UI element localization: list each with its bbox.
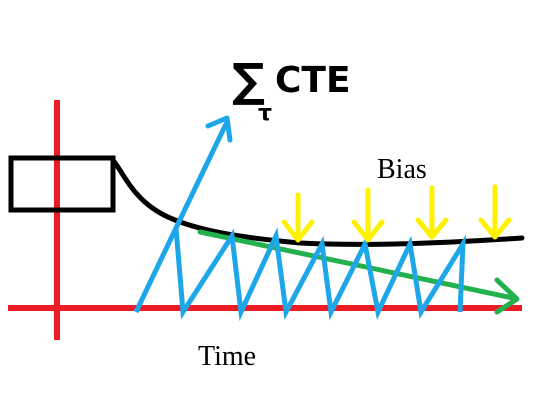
zigzag-rising-line: [173, 121, 229, 231]
sum-symbol: ∑: [232, 53, 265, 107]
sum-term: CTE: [275, 60, 351, 101]
signal-box: [8, 155, 116, 213]
bias-arrows: [281, 184, 512, 243]
arrow-right-icon: [494, 277, 520, 315]
zigzag-line: [133, 218, 466, 322]
zigzag-arrow: [133, 115, 466, 322]
bias-label: Bias: [377, 154, 427, 185]
sum-subscript: τ: [258, 101, 272, 126]
decay-curve: [110, 157, 525, 247]
time-label: Time: [198, 341, 256, 372]
sum-cte-label: ∑ τ CTE: [232, 53, 351, 126]
arrow-down-icon: [281, 192, 315, 243]
arrow-down-icon: [415, 185, 449, 240]
arrow-down-icon: [351, 187, 385, 243]
arrow-up-right-icon: [205, 115, 233, 143]
arrow-down-icon: [478, 184, 512, 240]
